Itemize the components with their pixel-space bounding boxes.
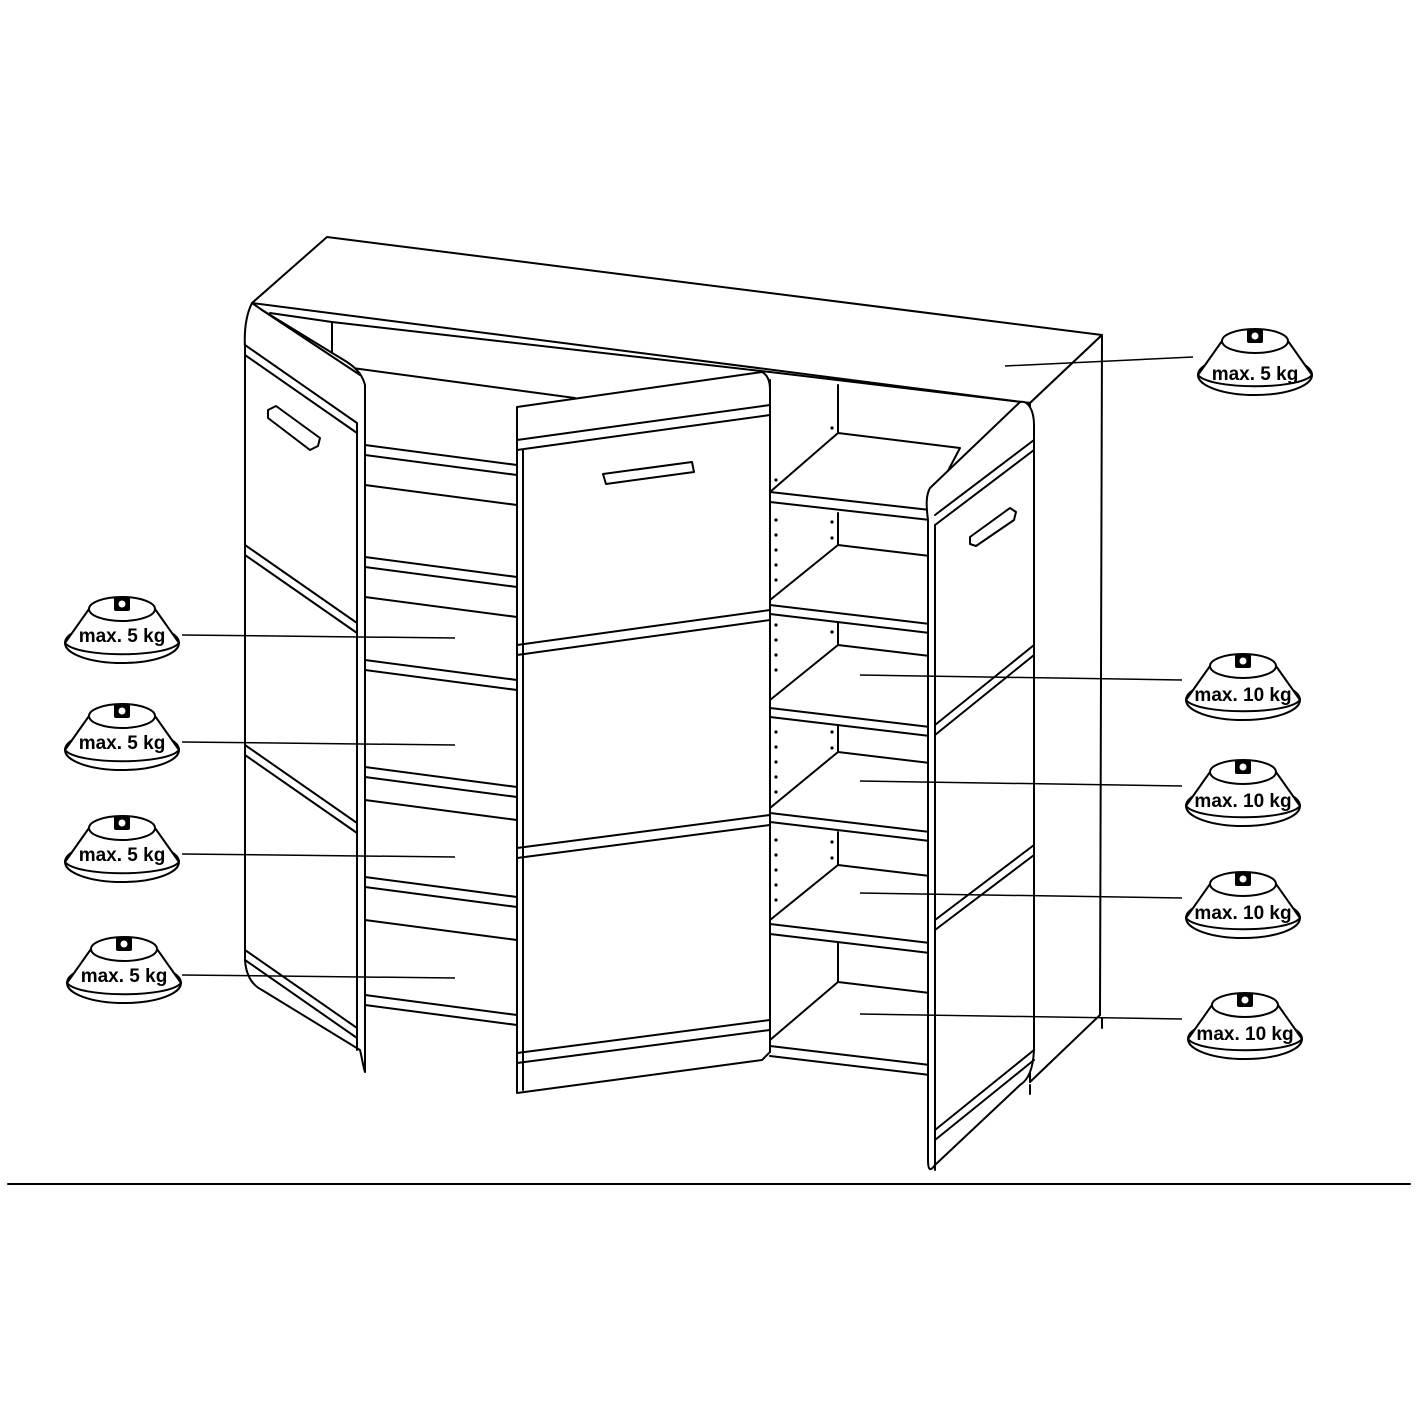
weight-label-left-3: max. 5 kg: [79, 845, 166, 866]
weight-badge-left-2: max. 5 kg: [64, 703, 180, 771]
middle-door: [516, 371, 771, 1094]
leader-line-left-3: [181, 853, 456, 858]
weight-label-left-1: max. 5 kg: [79, 626, 166, 647]
cabinet-top: [251, 236, 1103, 404]
weight-badge-left-3: max. 5 kg: [64, 815, 180, 883]
left-door-handle: [267, 405, 321, 451]
left-compartment: [269, 312, 771, 1026]
shelf-pin-holes: [774, 426, 834, 902]
right-door: [925, 400, 1035, 1171]
leader-line-top-right: [1004, 356, 1194, 367]
weight-label-right-3: max. 10 kg: [1194, 903, 1291, 924]
weight-badge-right-3: max. 10 kg: [1185, 871, 1301, 939]
weight-icon: [1187, 992, 1303, 1060]
leader-lines: [181, 356, 1194, 1020]
weight-icon: [64, 596, 180, 664]
right-door-handle: [969, 507, 1017, 547]
weight-label-right-1: max. 10 kg: [1194, 685, 1291, 706]
weight-icon: [1185, 871, 1301, 939]
leader-line-right-4: [859, 1013, 1183, 1020]
cabinet-side-panel: [1029, 334, 1103, 1083]
cabinet: [243, 236, 1103, 1171]
weight-label-right-2: max. 10 kg: [1194, 791, 1291, 812]
leader-line-right-2: [859, 780, 1183, 787]
left-door: [243, 302, 366, 1073]
leader-line-left-4: [181, 974, 456, 979]
leader-line-left-2: [181, 741, 456, 746]
weight-label-top-right: max. 5 kg: [1212, 364, 1299, 385]
middle-door-handle: [602, 461, 695, 485]
weight-icon: [64, 703, 180, 771]
weight-badge-top-right: max. 5 kg: [1197, 328, 1313, 396]
weight-icon: [1185, 759, 1301, 827]
weight-badge-left-1: max. 5 kg: [64, 596, 180, 664]
weight-icon: [66, 936, 182, 1004]
weight-icon: [64, 815, 180, 883]
leader-line-left-1: [181, 634, 456, 639]
weight-icon: [1197, 328, 1313, 396]
weight-label-right-4: max. 10 kg: [1196, 1024, 1293, 1045]
weight-badge-left-4: max. 5 kg: [66, 936, 182, 1004]
weight-badge-right-4: max. 10 kg: [1187, 992, 1303, 1060]
weight-badge-right-2: max. 10 kg: [1185, 759, 1301, 827]
weight-label-left-4: max. 5 kg: [81, 966, 168, 987]
weight-icon: [1185, 653, 1301, 721]
weight-label-left-2: max. 5 kg: [79, 733, 166, 754]
leader-line-right-1: [859, 674, 1183, 681]
leader-line-right-3: [859, 892, 1183, 899]
weight-badge-right-1: max. 10 kg: [1185, 653, 1301, 721]
